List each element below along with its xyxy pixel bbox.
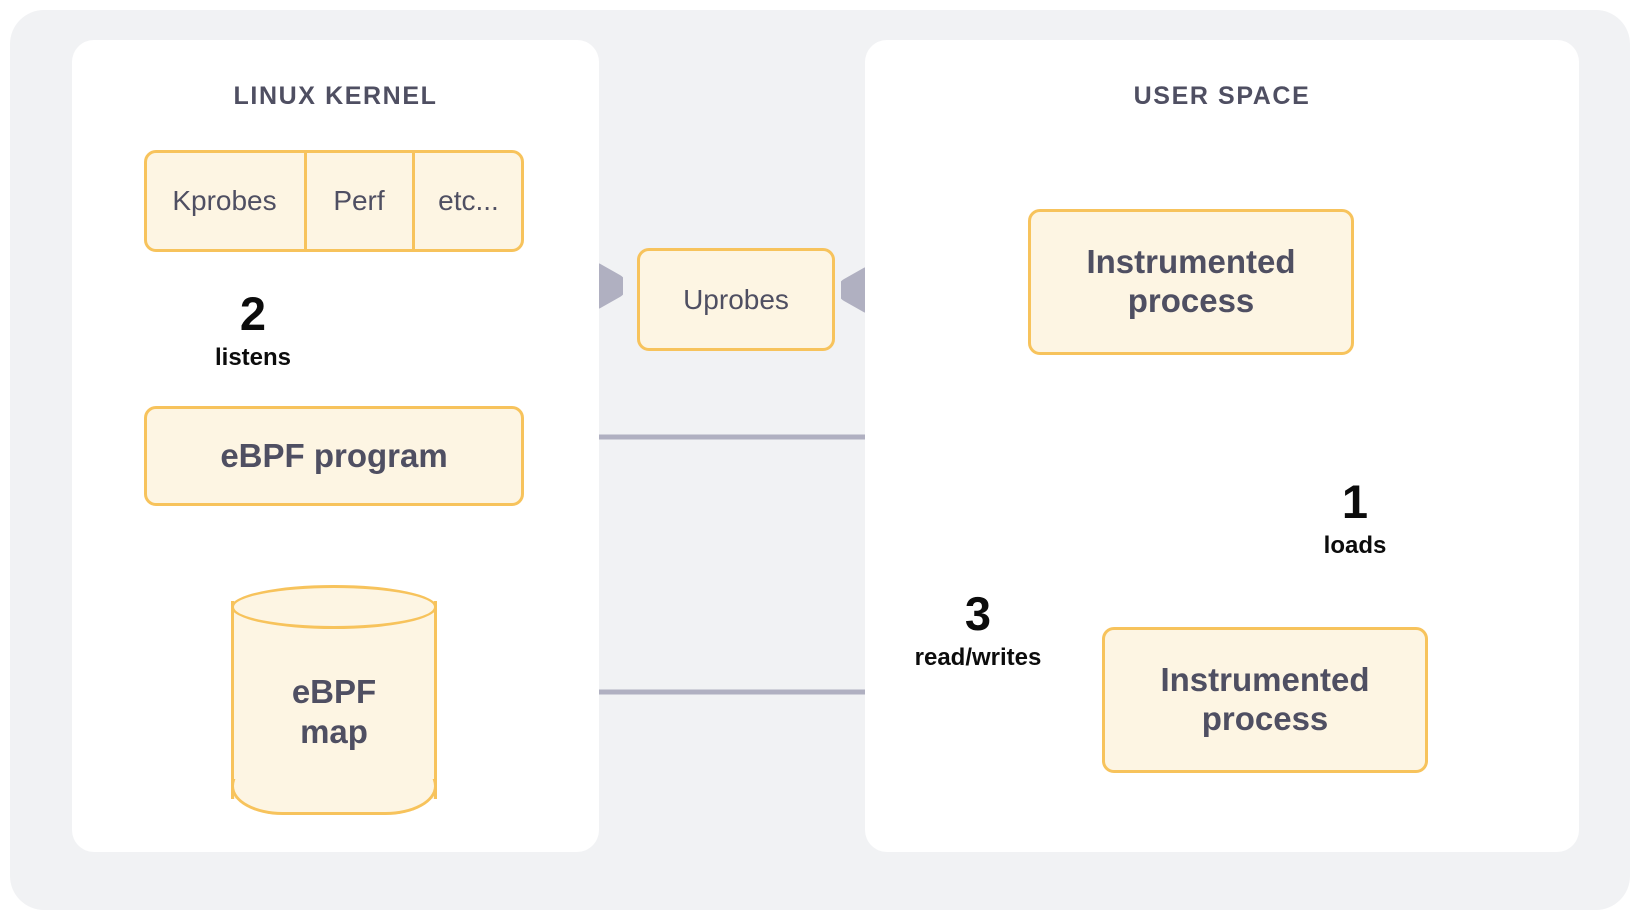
step-2-caption: listens (214, 344, 292, 371)
probes-strip: Kprobes Perf etc... (144, 150, 524, 252)
node-proc-bottom-line1: Instrumented (1160, 661, 1370, 699)
probe-cell-kprobes[interactable]: Kprobes (172, 185, 277, 217)
cylinder-body (231, 601, 437, 799)
node-ebpf-map-label: eBPF map (231, 637, 437, 787)
panel-title-linux-kernel: LINUX KERNEL (233, 82, 438, 110)
step-3-number: 3 (964, 587, 992, 640)
probe-cell-etc[interactable]: etc... (411, 153, 522, 249)
step-3-caption: read/writes (914, 644, 1042, 671)
step-label-3: 3 read/writes (890, 590, 1066, 670)
node-ebpf-map[interactable]: eBPF map (231, 585, 437, 815)
node-instrumented-process-bottom[interactable]: Instrumented process (1102, 627, 1428, 773)
node-proc-bottom-line2: process (1201, 700, 1329, 737)
node-uprobes[interactable]: Uprobes (637, 248, 835, 351)
node-uprobes-label: Uprobes (683, 283, 789, 315)
step-2-number: 2 (239, 287, 267, 340)
step-label-2: 2 listens (196, 290, 310, 370)
node-ebpf-map-line2: map (300, 713, 368, 750)
diagram-canvas: LINUX KERNEL Kprobes Perf etc... eBPF pr… (10, 10, 1630, 910)
node-ebpf-map-line1: eBPF (291, 672, 377, 710)
node-ebpf-program[interactable]: eBPF program (144, 406, 524, 506)
node-instrumented-process-top[interactable]: Instrumented process (1028, 209, 1354, 355)
step-1-number: 1 (1341, 475, 1369, 528)
step-label-1: 1 loads (1297, 478, 1413, 558)
panel-title-user-space: USER SPACE (1133, 82, 1311, 110)
cylinder-bottom (231, 779, 437, 815)
step-1-caption: loads (1323, 532, 1387, 559)
node-proc-top-line1: Instrumented (1086, 243, 1296, 281)
cylinder-top (231, 585, 437, 629)
probe-cell-perf[interactable]: Perf (303, 153, 412, 249)
node-proc-top-line2: process (1127, 282, 1255, 319)
node-ebpf-program-label: eBPF program (220, 436, 448, 474)
